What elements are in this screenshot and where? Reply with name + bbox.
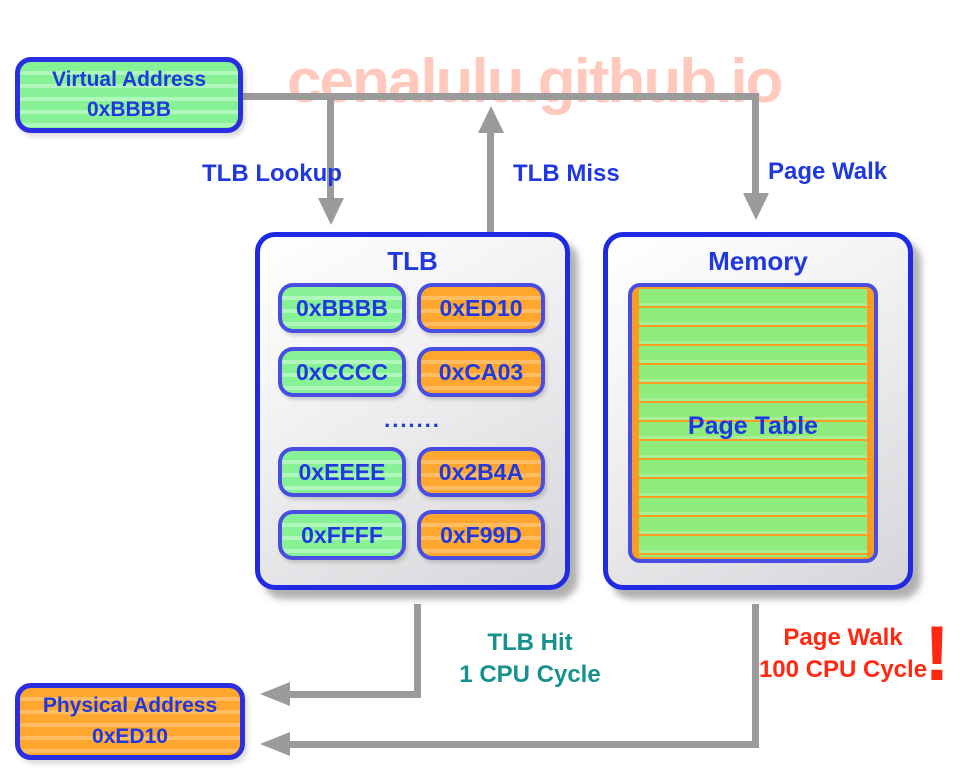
tlb-hit-line-vertical — [414, 604, 421, 698]
page-walk-cost-line2: 100 CPU Cycle — [758, 656, 928, 684]
page-walk-cost-text: Page Walk 100 CPU Cycle — [758, 622, 928, 687]
tlb-hit-line2: 1 CPU Cycle — [459, 661, 601, 689]
virtual-address-title: Virtual Address — [51, 67, 207, 91]
virtual-address-box: Virtual Address 0xBBBB — [15, 57, 243, 133]
tlb-lookup-line — [327, 100, 334, 200]
tlb-entry-physical: 0x2B4A — [417, 447, 545, 497]
tlb-lookup-arrowhead-icon — [318, 198, 344, 225]
page-table-label: Page Table — [687, 412, 819, 440]
page-table-box: Page Table — [628, 283, 878, 563]
tlb-hit-arrowhead-icon — [260, 682, 290, 706]
tlb-ellipsis: ....... — [384, 407, 441, 432]
tlb-miss-arrowhead-icon — [478, 106, 504, 133]
tlb-entry-physical: 0xF99D — [417, 510, 545, 560]
tlb-entry-physical: 0xED10 — [417, 283, 545, 333]
page-walk-return-line-horizontal — [288, 741, 759, 748]
tlb-entry-virtual: 0xBBBB — [278, 283, 406, 333]
page-walk-return-line-vertical — [752, 604, 759, 748]
page-walk-label: Page Walk — [768, 158, 888, 185]
tlb-lookup-label: TLB Lookup — [202, 160, 342, 187]
page-walk-cost-line1: Page Walk — [783, 624, 903, 651]
tlb-entry-physical: 0xCA03 — [417, 347, 545, 397]
physical-address-title: Physical Address — [42, 694, 218, 718]
tlb-hit-line1: TLB Hit — [487, 629, 573, 656]
memory-title: Memory — [708, 246, 808, 276]
tlb-miss-label: TLB Miss — [513, 160, 620, 187]
tlb-hit-cost-text: TLB Hit 1 CPU Cycle — [440, 627, 620, 692]
exclamation-mark: ! — [924, 609, 950, 697]
physical-address-box: Physical Address 0xED10 — [15, 683, 245, 760]
page-walk-arrowhead-icon — [743, 193, 769, 220]
tlb-miss-line — [487, 132, 494, 234]
physical-address-value: 0xED10 — [92, 724, 168, 748]
bus-line — [240, 93, 759, 100]
tlb-entry-virtual: 0xEEEE — [278, 447, 406, 497]
virtual-address-value: 0xBBBB — [86, 98, 172, 121]
tlb-entry-virtual: 0xCCCC — [278, 347, 406, 397]
tlb-entry-virtual: 0xFFFF — [278, 510, 406, 560]
tlb-box: TLB 0xBBBB 0xED10 0xCCCC 0xCA03 ....... … — [255, 232, 570, 590]
page-walk-line — [752, 100, 759, 196]
page-walk-return-arrowhead-icon — [260, 732, 290, 756]
memory-box: Memory Page Table — [603, 232, 913, 590]
page-table-stripes — [639, 289, 867, 557]
tlb-hit-line-horizontal — [288, 691, 421, 698]
tlb-title: TLB — [387, 246, 438, 276]
watermark-text: cenalulu.github.io — [287, 47, 783, 116]
